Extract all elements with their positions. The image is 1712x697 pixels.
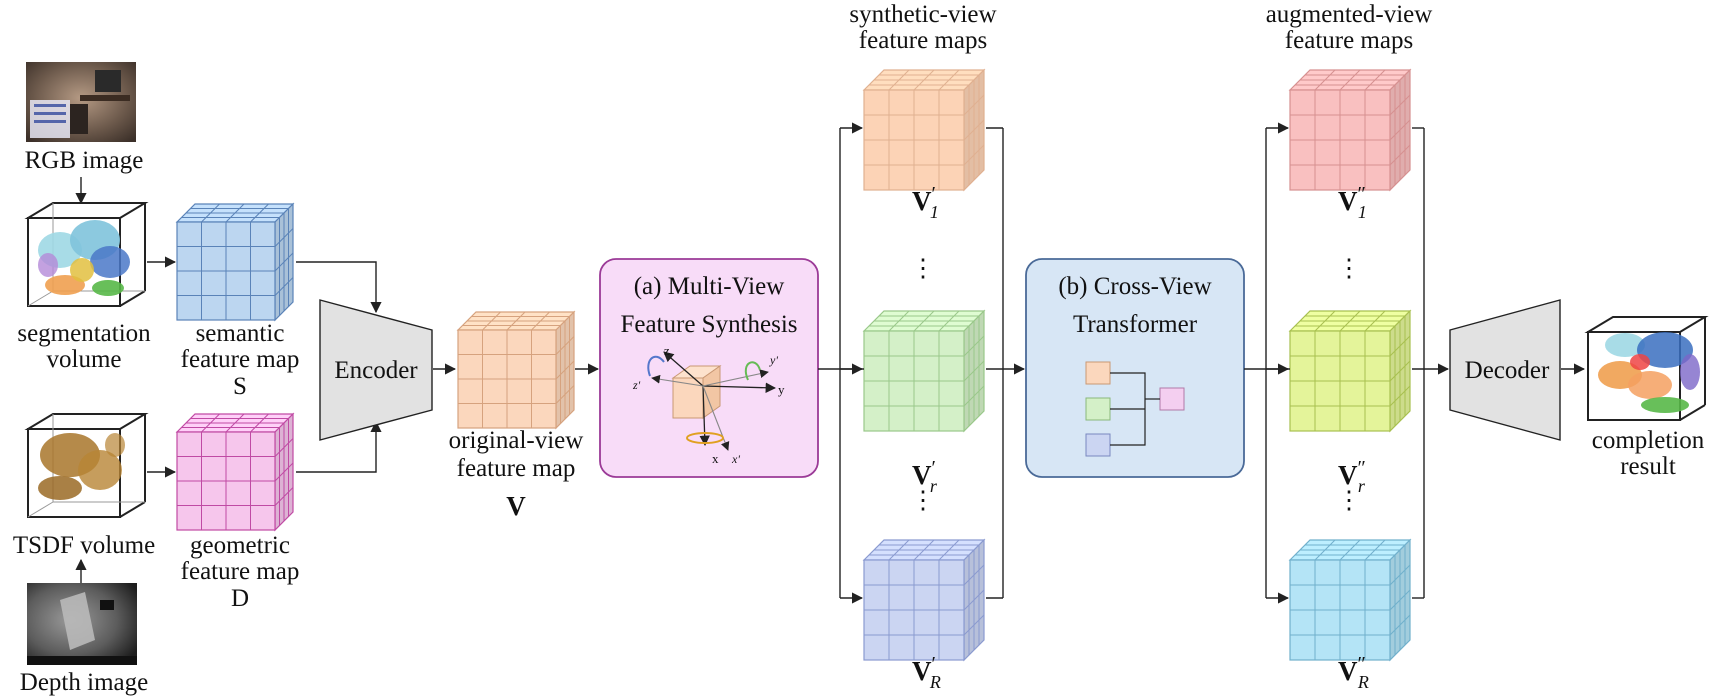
synthetic-symbol-R: V′R — [912, 653, 941, 692]
depth-image-thumbnail — [27, 583, 137, 665]
axis-x-label: x — [712, 451, 719, 466]
semantic-label-1: semantic — [196, 320, 285, 347]
svg-text:V″r: V″r — [1338, 457, 1366, 496]
original-view-cube — [456, 310, 576, 430]
encoder-label: Encoder — [334, 357, 418, 384]
attention-icon — [1085, 361, 1185, 457]
svg-text:V′R: V′R — [912, 653, 941, 692]
augmented-symbol-R: V″R — [1338, 653, 1369, 692]
augmented-cube-r — [1288, 309, 1412, 433]
augmented-cube-R — [1288, 538, 1412, 662]
axis-z-label: z — [664, 343, 670, 358]
axis-x-prime-label: x' — [731, 452, 740, 466]
axis-z-prime-label: z' — [632, 378, 641, 392]
synthetic-cube-1 — [862, 68, 986, 192]
synthetic-cube-R — [862, 538, 986, 662]
completion-label-2: result — [1620, 453, 1676, 480]
original-view-label-2: feature map — [457, 455, 576, 482]
augmented-header-2: feature maps — [1285, 27, 1413, 54]
axis-y-label: y — [778, 382, 785, 397]
original-view-symbol: V — [506, 491, 526, 521]
tsdf-volume — [24, 413, 149, 518]
feature-cubes — [175, 68, 1412, 662]
depth-image-label: Depth image — [20, 669, 148, 696]
original-view-label-1: original-view — [449, 427, 584, 454]
synthetic-symbol-1: V′1 — [912, 183, 939, 222]
decoder-label: Decoder — [1465, 357, 1550, 384]
geometric-label-2: feature map — [181, 558, 300, 585]
synthetic-ellipsis-2: ⋮ — [911, 487, 936, 514]
segmentation-volume — [24, 202, 149, 307]
augmented-symbol-1: V″1 — [1338, 183, 1367, 222]
semantic-symbol: S — [233, 373, 247, 400]
axis-y-prime-label: y' — [769, 353, 778, 367]
segmentation-label-2: volume — [47, 346, 122, 373]
geometric-feature-cube — [175, 412, 295, 532]
rgb-image-thumbnail — [26, 62, 136, 142]
completion-result-volume — [1584, 316, 1709, 421]
module-a-title-2: Feature Synthesis — [620, 311, 797, 338]
rgb-image-label: RGB image — [25, 147, 144, 174]
augmented-symbol-r: V″r — [1338, 457, 1366, 496]
svg-text:V″R: V″R — [1338, 653, 1369, 692]
synthetic-header-1: synthetic-view — [849, 1, 996, 28]
multi-view-feature-synthesis-module: (a) Multi-View Feature Synthesis z z' y … — [599, 258, 819, 478]
cross-view-transformer-module: (b) Cross-View Transformer — [1025, 258, 1245, 478]
augmented-ellipsis-1: ⋮ — [1337, 255, 1362, 282]
completion-label-1: completion — [1592, 427, 1705, 454]
synthetic-cube-r — [862, 309, 986, 433]
geometric-label-1: geometric — [190, 532, 290, 559]
decoder-block — [1449, 299, 1561, 441]
synthetic-header-2: feature maps — [859, 27, 987, 54]
module-b-title-2: Transformer — [1073, 311, 1198, 338]
svg-text:V′1: V′1 — [912, 183, 939, 222]
augmented-header-1: augmented-view — [1266, 1, 1433, 28]
synthetic-symbol-r: V′r — [912, 457, 938, 496]
geometric-symbol: D — [231, 585, 249, 612]
tsdf-volume-label: TSDF volume — [13, 532, 155, 559]
svg-text:V″1: V″1 — [1338, 183, 1367, 222]
synthetic-ellipsis-1: ⋮ — [911, 255, 936, 282]
segmentation-label-1: segmentation — [17, 320, 151, 347]
augmented-cube-1 — [1288, 68, 1412, 192]
encoder-block — [319, 299, 433, 441]
module-a-title-1: (a) Multi-View — [634, 273, 785, 300]
rotation-axes-icon: z z' y y' x x' — [632, 343, 785, 466]
svg-text:V′r: V′r — [912, 457, 938, 496]
semantic-label-2: feature map — [181, 346, 300, 373]
module-b-title-1: (b) Cross-View — [1058, 273, 1211, 300]
semantic-feature-cube — [175, 202, 295, 322]
augmented-ellipsis-2: ⋮ — [1337, 487, 1362, 514]
